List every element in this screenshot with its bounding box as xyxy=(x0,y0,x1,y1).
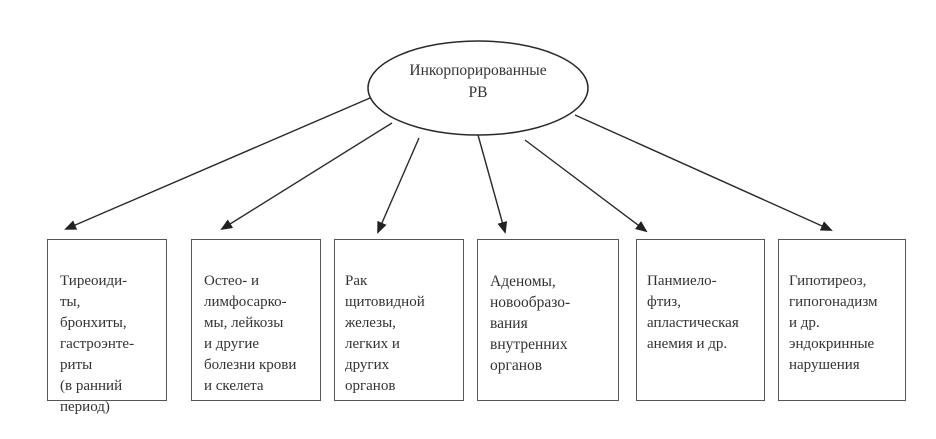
arrow-to-consequence-6 xyxy=(574,114,833,231)
arrow-to-consequence-1 xyxy=(64,97,371,230)
root-label-line-2: РВ xyxy=(468,84,488,101)
arrow-to-consequence-3 xyxy=(377,137,420,234)
consequence-text: Панмиело- фтиз, апластическая анемия и д… xyxy=(647,273,739,352)
diagram-canvas xyxy=(64,40,833,234)
arrows-group xyxy=(64,97,833,234)
consequence-box-sarcomas-leukemias: Остео- и лимфосарко- мы, лейкозы и други… xyxy=(191,239,321,401)
consequence-text: Остео- и лимфосарко- мы, лейкозы и други… xyxy=(204,273,297,394)
arrow-to-consequence-4 xyxy=(477,134,508,234)
consequence-text: Тиреоиди- ты, бронхиты, гастроэнте- риты… xyxy=(60,273,135,415)
consequence-box-thyroiditis: Тиреоиди- ты, бронхиты, гастроэнте- риты… xyxy=(47,239,167,415)
root-label-line-1: Инкорпорированные xyxy=(409,62,547,79)
consequence-text: Гипотиреоз, гипогонадизм и др. эндокринн… xyxy=(789,273,878,373)
consequence-box-adenomas: Аденомы, новообразо- вания внутренних ор… xyxy=(477,239,619,401)
consequence-box-endocrine: Гипотиреоз, гипогонадизм и др. эндокринн… xyxy=(778,239,906,401)
root-node-label: Инкорпорированные РВ xyxy=(368,60,588,104)
consequence-box-cancer: Рак щитовидной железы, легких и других о… xyxy=(334,239,464,401)
consequence-box-panmyelophthisis: Панмиело- фтиз, апластическая анемия и д… xyxy=(636,239,765,401)
consequence-text: Рак щитовидной железы, легких и других о… xyxy=(345,273,425,394)
arrow-to-consequence-2 xyxy=(220,122,393,231)
consequence-text: Аденомы, новообразо- вания внутренних ор… xyxy=(490,273,571,374)
arrow-to-consequence-5 xyxy=(524,139,648,233)
